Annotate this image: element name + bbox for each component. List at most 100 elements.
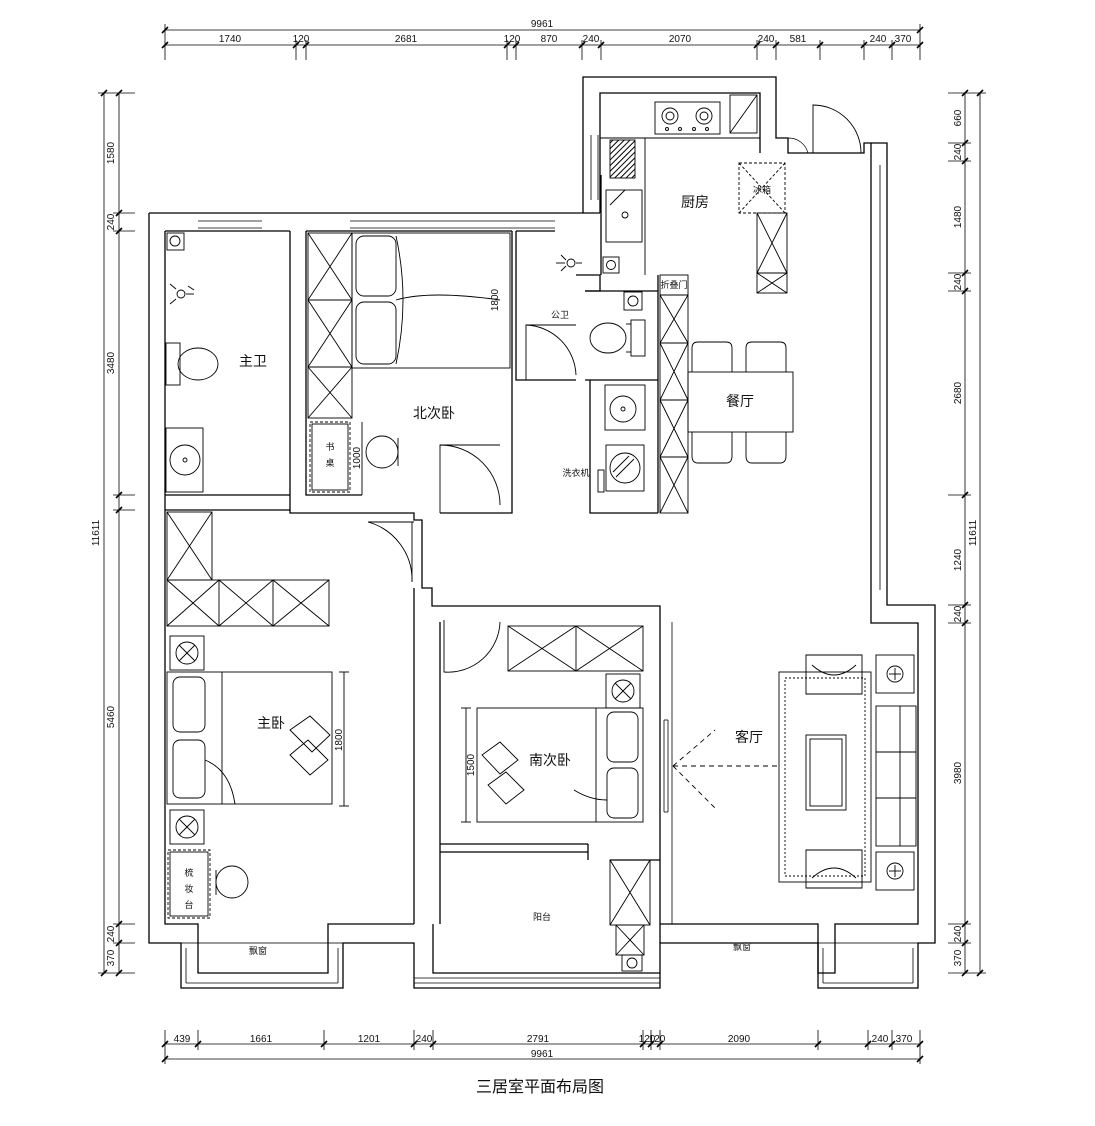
- dim-right-4: 240: [953, 273, 964, 290]
- desk-icon: [309, 421, 351, 493]
- label-vanity-1: 梳: [184, 867, 193, 878]
- dim-bottom-4: 240: [416, 1034, 433, 1045]
- label-master-bath: 主卫: [239, 354, 267, 370]
- washbasin-icon: [604, 384, 646, 431]
- label-vanity-2: 妆: [184, 883, 193, 894]
- dim-bed-south: 1500: [466, 753, 477, 776]
- label-fridge: 冰箱: [753, 184, 771, 195]
- stove-icon: [654, 101, 721, 135]
- dim-bottom-3: 1201: [358, 1034, 381, 1045]
- dim-bed-north: 1800: [490, 288, 501, 311]
- dim-right-6: 1240: [953, 548, 964, 571]
- desk-chair-icon: [365, 435, 399, 469]
- armchair-icon: [805, 654, 863, 695]
- dim-bottom-total: 9961: [531, 1049, 554, 1060]
- master-bed-icon: [166, 671, 333, 805]
- label-south-bedroom: 南次卧: [529, 753, 571, 769]
- label-washer: 洗衣机: [562, 467, 589, 478]
- label-living: 客厅: [735, 729, 763, 746]
- right-dimensions: [948, 89, 986, 977]
- dim-right-2: 240: [953, 143, 964, 160]
- plan-title: 三居室平面布局图: [476, 1078, 604, 1096]
- dim-right-7: 240: [953, 605, 964, 622]
- nightstand-icon: [169, 635, 205, 671]
- dim-bed-master: 1800: [334, 728, 345, 751]
- dim-top-5: 870: [541, 34, 558, 45]
- dim-bottom-5: 2791: [527, 1034, 550, 1045]
- label-folding-door: 折叠门: [660, 279, 687, 290]
- windows: [180, 135, 919, 989]
- dim-right-1: 660: [953, 109, 964, 126]
- dim-top-3: 2681: [395, 34, 418, 45]
- pillow-icon: [289, 715, 331, 753]
- south-bedroom-furniture: [461, 625, 651, 972]
- dim-top-2: 120: [293, 34, 310, 45]
- left-dimensions: [98, 89, 135, 977]
- coffee-table-icon: [805, 734, 847, 811]
- room-labels: 主卫 北次卧 公卫 厨房 冰箱 折叠门 餐厅 洗衣机 书 桌 主卧 南次卧 客厅…: [184, 184, 771, 956]
- dining-set: [687, 341, 794, 464]
- master-washbasin-icon: [165, 427, 204, 493]
- dim-bottom-2: 1661: [250, 1034, 273, 1045]
- rug-icon: [778, 671, 872, 883]
- label-kitchen: 厨房: [681, 195, 709, 211]
- dim-left-3: 3480: [106, 351, 117, 374]
- washer-icon: [605, 444, 645, 492]
- top-dimension-labels: 9961 1740 120 2681 120 870 240 2070 240 …: [219, 19, 912, 45]
- dining-table-icon: [687, 371, 794, 433]
- dim-bottom-8: 2090: [728, 1034, 751, 1045]
- dim-top-8: 240: [758, 34, 775, 45]
- dim-top-11: 370: [895, 34, 912, 45]
- dim-bottom-10: 370: [896, 1034, 913, 1045]
- fridge-icon: [738, 162, 786, 214]
- label-balcony: 阳台: [533, 911, 551, 922]
- label-bay-window-right: 飘窗: [733, 941, 751, 952]
- label-master-bedroom: 主卧: [257, 716, 285, 732]
- dim-right-8: 3980: [953, 761, 964, 784]
- label-desk-2: 桌: [325, 457, 334, 468]
- dim-top-7: 2070: [669, 34, 692, 45]
- dim-left-total: 11611: [91, 519, 102, 546]
- toilet-icon: [589, 322, 627, 354]
- sofa-icon: [875, 705, 917, 847]
- label-vanity-3: 台: [184, 899, 193, 910]
- dim-top-9: 581: [790, 34, 807, 45]
- bottom-dimensions: [161, 1030, 924, 1064]
- dim-desk: 1000: [352, 446, 363, 469]
- walls: [148, 76, 936, 989]
- label-north-bedroom: 北次卧: [413, 406, 455, 422]
- label-bay-window-left: 飘窗: [249, 945, 267, 956]
- dim-left-1: 1580: [106, 141, 117, 164]
- dim-right-10: 370: [953, 949, 964, 966]
- label-desk-1: 书: [325, 442, 334, 452]
- bottom-dimension-labels: 439 1661 1201 240 2791 120 120 2090 240 …: [174, 1034, 913, 1060]
- vanity-stool-icon: [215, 865, 249, 899]
- dim-bottom-1: 439: [174, 1034, 191, 1045]
- dim-bottom-7: 120: [649, 1034, 666, 1045]
- dim-right-3: 1480: [953, 205, 964, 228]
- dim-right-5: 2680: [953, 381, 964, 404]
- master-bath-fixtures: [165, 232, 219, 493]
- dim-top-total: 9961: [531, 19, 554, 30]
- dim-left-6: 370: [106, 949, 117, 966]
- left-dimension-labels: 11611 1580 240 3480 5460 240 370: [91, 141, 117, 966]
- kitchen-fixtures: [600, 94, 788, 294]
- dim-top-1: 1740: [219, 34, 242, 45]
- chair-icon: [691, 341, 733, 372]
- top-dimensions: [161, 24, 924, 60]
- hatched-block-icon: [609, 139, 636, 179]
- dim-left-5: 240: [106, 925, 117, 942]
- dim-bottom-9: 240: [872, 1034, 889, 1045]
- interior-dimension-labels: 1800 1000 1800 1500: [334, 288, 501, 776]
- label-public-bath: 公卫: [551, 310, 569, 320]
- right-dimension-labels: 660 240 1480 240 2680 1240 240 3980 240 …: [953, 109, 979, 966]
- dim-right-9: 240: [953, 925, 964, 942]
- dim-bottom-6: 120: [639, 1034, 656, 1045]
- dim-top-6: 240: [583, 34, 600, 45]
- north-bedroom-furniture: [307, 232, 511, 495]
- living-room-furniture: [672, 654, 917, 891]
- kitchen-sink-icon: [605, 189, 643, 243]
- doors: [367, 104, 862, 673]
